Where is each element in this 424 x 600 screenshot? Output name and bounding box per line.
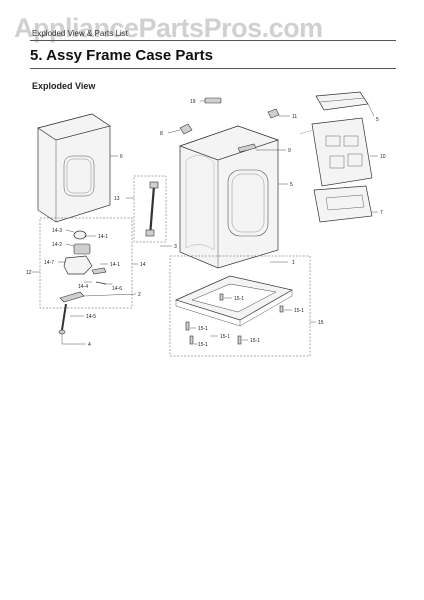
- callout-15-1c: 15-1: [198, 326, 208, 332]
- part-15-1-screws: [185, 293, 284, 345]
- callout-14-2: 14-2: [52, 242, 62, 248]
- callout-15-1b: 15-1: [294, 308, 304, 314]
- part-13-hose: [145, 181, 159, 237]
- watermark: AppliancePartsPros.com: [14, 13, 323, 43]
- part-5-top-cover: [315, 91, 369, 111]
- callout-14-4: 14-4: [78, 284, 88, 290]
- callout-15-1e: 15-1: [198, 342, 208, 348]
- part-14-pump-assembly: [63, 230, 107, 285]
- callout-13: 13: [114, 196, 120, 202]
- callout-10: 10: [380, 154, 386, 160]
- callout-8: 8: [160, 131, 163, 137]
- callout-5: 5: [290, 182, 293, 188]
- callout-14-1: 14-1: [98, 234, 108, 240]
- callout-14-3: 14-3: [52, 228, 62, 234]
- part-13-box: [133, 175, 167, 243]
- callout-14-6: 14-6: [112, 286, 122, 292]
- callout-14-7: 14-7: [44, 260, 54, 266]
- part-5-cabinet-main: [178, 125, 280, 269]
- callout-16-1: 15-1: [250, 338, 260, 344]
- part-19-bracket: [204, 97, 222, 104]
- part-1-base-frame: [175, 275, 293, 327]
- subheading: Exploded View: [32, 81, 96, 91]
- callout-14: 14: [140, 262, 146, 268]
- callout-14-1b: 14-1: [110, 262, 120, 268]
- callout-14-5: 14-5: [86, 314, 96, 320]
- part-4-hose: [58, 303, 67, 335]
- section-reference: Exploded View & Parts List: [32, 29, 128, 38]
- callout-19: 19: [190, 99, 196, 105]
- part-9-support: [237, 143, 257, 153]
- part-6-cabinet-left: [37, 113, 111, 223]
- callout-3: 3: [174, 244, 177, 250]
- part-1-box: [169, 255, 311, 357]
- callout-9: 9: [288, 148, 291, 154]
- top-rule: [30, 40, 396, 41]
- part-2-bracket: [59, 291, 85, 303]
- callout-12: 12: [26, 270, 32, 276]
- part-10-back-panel: [311, 117, 373, 187]
- callout-11: 11: [292, 114, 297, 120]
- callout-15-1a: 15-1: [234, 296, 244, 302]
- part-14-box: [39, 217, 133, 309]
- callout-2: 2: [138, 292, 141, 298]
- part-8-clip: [179, 123, 193, 135]
- callout-5b: 5: [376, 117, 379, 123]
- part-7-lower-panel: [313, 185, 373, 223]
- callout-4: 4: [88, 342, 91, 348]
- callout-15-1d: 15-1: [220, 334, 230, 340]
- callout-15: 15: [318, 320, 324, 326]
- section-number: 5.: [30, 47, 43, 64]
- callout-7: 7: [380, 210, 383, 216]
- part-11-hinge: [267, 108, 280, 119]
- callout-1: 1: [292, 260, 295, 266]
- page-title: 5. Assy Frame Case Parts: [30, 47, 213, 64]
- callout-6: 6: [120, 154, 123, 160]
- title-rule: [30, 68, 396, 69]
- section-title: Assy Frame Case Parts: [46, 47, 213, 64]
